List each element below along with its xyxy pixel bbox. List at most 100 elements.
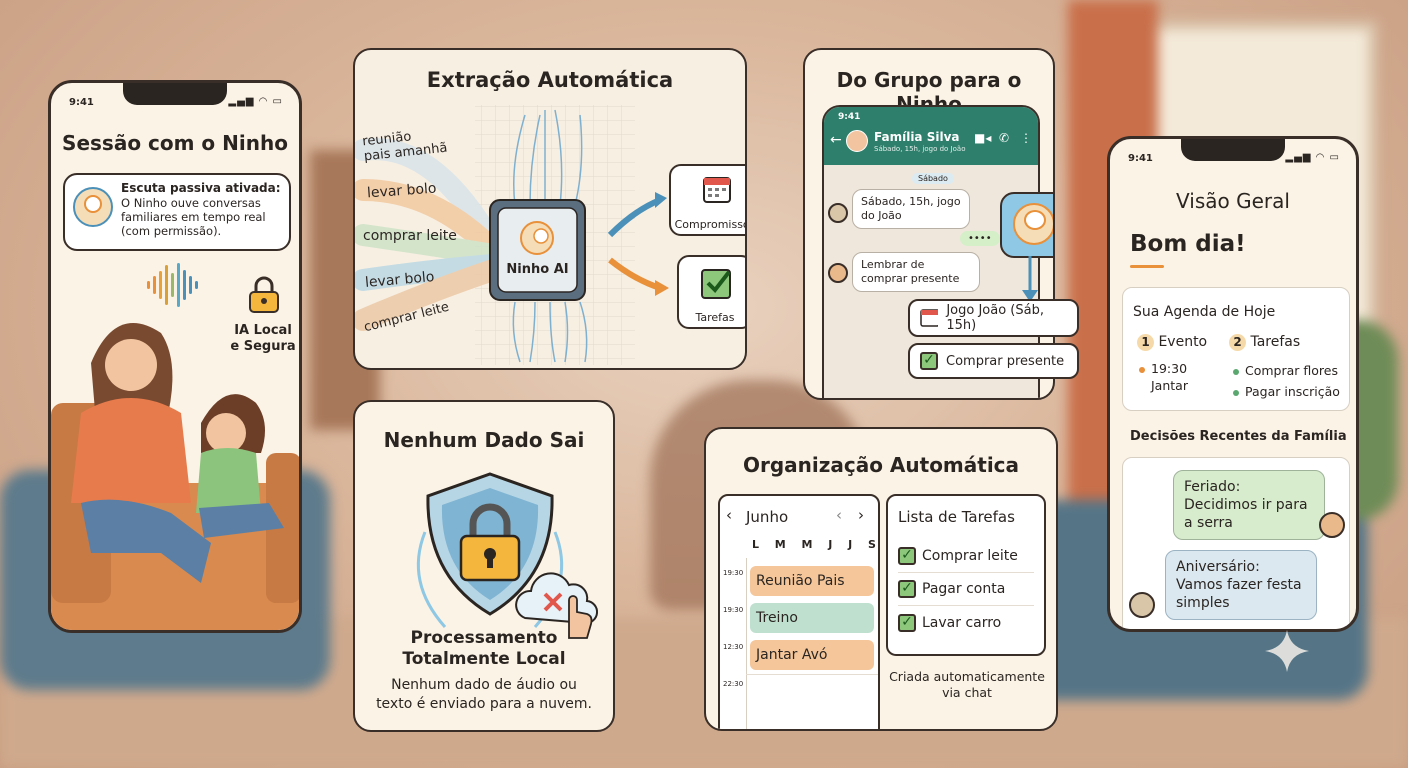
task-label: Comprar leite bbox=[922, 548, 1018, 564]
panel-title: Sessão com o Ninho bbox=[62, 131, 288, 155]
extracted-event-card[interactable]: Jogo João (Sáb, 15h) bbox=[908, 299, 1079, 337]
calendar-event[interactable]: Jantar Avó bbox=[750, 640, 874, 670]
avatar bbox=[828, 203, 848, 223]
decision-title: Feriado: bbox=[1184, 479, 1241, 495]
bubble-title: Escuta passiva ativada: bbox=[121, 181, 281, 195]
output-tasks-label: Tarefas bbox=[695, 311, 735, 324]
extracted-event-label: Jogo João (Sáb, 15h) bbox=[946, 303, 1044, 333]
agenda-task-items: Comprar flores Pagar inscrição bbox=[1233, 360, 1340, 402]
local-processing-heading: Processamento Totalmente Local bbox=[355, 628, 613, 670]
lock-icon bbox=[249, 276, 279, 313]
task-item[interactable]: ✓ Pagar conta bbox=[898, 573, 1034, 606]
time-label: 19:30 bbox=[723, 606, 744, 614]
chevron-right-icon[interactable]: › bbox=[858, 506, 864, 524]
checkbox-icon[interactable]: ✓ bbox=[898, 547, 916, 565]
status-time: 9:41 bbox=[838, 112, 861, 122]
greeting-underline bbox=[1130, 265, 1164, 268]
lock-label-line1: IA Local bbox=[234, 323, 292, 338]
time-label: 12:30 bbox=[723, 643, 744, 651]
note-line2: via chat bbox=[942, 685, 992, 700]
ninho-logo-icon bbox=[73, 187, 113, 227]
panel-title: Visão Geral bbox=[1176, 189, 1290, 213]
video-call-icon[interactable]: ■◂ bbox=[974, 131, 992, 145]
chat-subtitle: Sábado, 15h, jogo do João bbox=[874, 145, 966, 153]
checkbox-icon[interactable]: ✓ bbox=[898, 613, 916, 632]
back-arrow-icon[interactable]: ← bbox=[830, 132, 842, 148]
decisions-list: Feriado: Decidimos ir para a serra Anive… bbox=[1122, 457, 1350, 629]
status-time: 9:41 bbox=[1128, 153, 1153, 164]
decision-message[interactable]: Aniversário: Vamos fazer festa simples bbox=[1165, 550, 1317, 620]
task-list-title: Lista de Tarefas bbox=[898, 508, 1015, 526]
status-time: 9:41 bbox=[69, 97, 94, 108]
checkbox-icon: ✓ bbox=[920, 352, 938, 370]
more-icon[interactable]: ⋮ bbox=[1020, 131, 1032, 145]
task-label: Pagar conta bbox=[922, 581, 1006, 597]
chevron-left-icon[interactable]: ‹ bbox=[836, 506, 842, 524]
event-count: 1 Evento bbox=[1137, 334, 1207, 351]
extraction-diagram bbox=[355, 105, 669, 365]
extracted-task-label: Comprar presente bbox=[946, 353, 1065, 369]
down-arrow-icon bbox=[1022, 256, 1038, 302]
calendar-event[interactable]: Treino bbox=[750, 603, 874, 633]
event-count-label: Evento bbox=[1158, 334, 1208, 350]
lock-label: IA Local e Segura bbox=[223, 323, 299, 355]
panel-title: Nenhum Dado Sai bbox=[383, 428, 585, 452]
panel-title: Extração Automática bbox=[426, 68, 674, 92]
checkbox-icon bbox=[701, 269, 731, 299]
no-upload-description: Nenhum dado de áudio ou texto é enviado … bbox=[355, 676, 613, 714]
weekday: M bbox=[801, 538, 813, 551]
task-count-label: Tarefas bbox=[1250, 334, 1301, 350]
phone-call-icon[interactable]: ✆ bbox=[999, 131, 1010, 145]
decision-message[interactable]: Feriado: Decidimos ir para a serra bbox=[1173, 470, 1325, 540]
task-label: Lavar carro bbox=[922, 614, 1002, 631]
chat-name: Família Silva bbox=[874, 130, 960, 144]
agenda-task-item[interactable]: Pagar inscrição bbox=[1233, 381, 1340, 402]
avatar bbox=[1319, 512, 1345, 538]
heading-line1: Processamento bbox=[410, 628, 558, 648]
sparkle-icon bbox=[1265, 630, 1309, 672]
day-label: Sábado bbox=[912, 173, 954, 184]
note-line1: Criada automaticamente bbox=[889, 669, 1045, 684]
decision-title: Aniversário: bbox=[1176, 559, 1260, 575]
typing-indicator: •••• bbox=[960, 231, 1000, 246]
decision-text: Decidimos ir para a serra bbox=[1184, 497, 1308, 531]
description-line1: Nenhum dado de áudio ou bbox=[391, 677, 577, 693]
phone-notch bbox=[123, 83, 227, 105]
chat-message: Sábado, 15h, jogo do João bbox=[852, 189, 970, 229]
time-label: 19:30 bbox=[723, 569, 744, 577]
task-name: Comprar flores bbox=[1245, 363, 1338, 378]
greeting: Bom dia! bbox=[1130, 231, 1246, 257]
panel-auto-extraction: Extração Automática bbox=[353, 48, 747, 370]
task-item[interactable]: ✓ Lavar carro bbox=[898, 606, 1034, 639]
calendar-event[interactable]: Reunião Pais bbox=[750, 566, 874, 596]
weekday: L bbox=[752, 538, 760, 551]
weekday: M bbox=[774, 538, 786, 551]
prev-month-icon[interactable]: ‹ bbox=[726, 506, 732, 524]
chat-header: 9:41 ← Família Silva Sábado, 15h, jogo d… bbox=[824, 107, 1038, 165]
agenda-task-item[interactable]: Comprar flores bbox=[1233, 360, 1340, 381]
extracted-task-card[interactable]: ✓ Comprar presente bbox=[908, 343, 1079, 379]
panel-no-data-leaves: Nenhum Dado Sai Processamento Totalmente… bbox=[353, 400, 615, 732]
calendar-widget: ‹ Junho ‹ › L M M J J S 19:30 19:30 12:3… bbox=[718, 494, 880, 729]
bubble-text: O Ninho ouve conversas familiares em tem… bbox=[121, 196, 266, 238]
weekday: S bbox=[868, 538, 876, 551]
agenda-event-item[interactable]: 19:30 Jantar bbox=[1139, 360, 1188, 394]
phone-notch bbox=[1181, 139, 1285, 161]
mother-child-illustration bbox=[51, 323, 299, 630]
output-appointments: Compromissos bbox=[669, 164, 745, 236]
ninho-app-icon bbox=[1000, 192, 1053, 258]
task-list: Lista de Tarefas ✓ Comprar leite ✓ Pagar c… bbox=[886, 494, 1046, 656]
panel-title: Organização Automática bbox=[742, 453, 1020, 477]
audio-wave-icon bbox=[145, 263, 199, 307]
avatar bbox=[1129, 592, 1155, 618]
checkbox-icon[interactable]: ✓ bbox=[898, 580, 916, 598]
signal-icons: ▂▄▆ ◠ ▭ bbox=[1285, 152, 1340, 163]
time-label: 22:30 bbox=[723, 680, 744, 688]
passive-listening-bubble: Escuta passiva ativada: O Ninho ouve con… bbox=[63, 173, 291, 251]
weekday: J bbox=[828, 538, 833, 551]
panel-auto-organization: Organização Automática ‹ Junho ‹ › L M M… bbox=[704, 427, 1058, 731]
task-item[interactable]: ✓ Comprar leite bbox=[898, 540, 1034, 573]
event-name: Jantar bbox=[1151, 378, 1188, 393]
task-count-badge: 2 bbox=[1229, 334, 1246, 351]
signal-icons: ▂▄▆ ◠ ▭ bbox=[228, 96, 283, 107]
